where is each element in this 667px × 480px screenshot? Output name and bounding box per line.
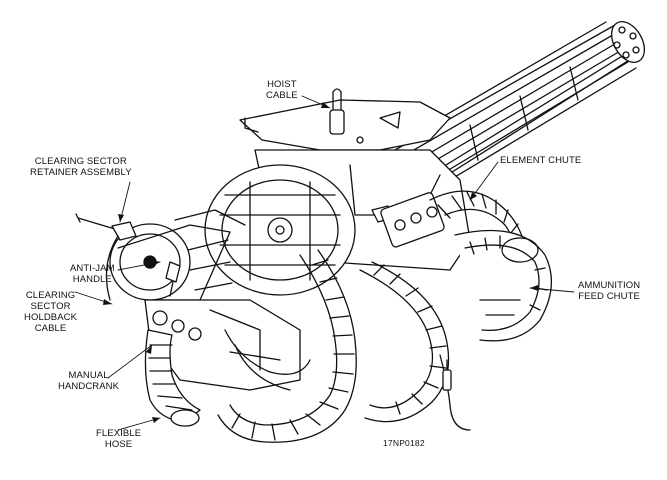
label-element-chute: ELEMENT CHUTE: [500, 155, 581, 166]
label-line: RETAINER ASSEMBLY: [30, 167, 132, 178]
label-line: ANTI-JAM: [70, 263, 115, 274]
label-hoist-cable: HOIST CABLE: [266, 79, 298, 101]
label-line: CLEARING: [25, 290, 76, 301]
label-line: CABLE: [34, 323, 67, 334]
ammunition-feed-chute: [454, 229, 553, 342]
label-line: HANDCRANK: [58, 381, 120, 392]
label-line: FEED CHUTE: [578, 291, 640, 302]
label-line: HOLDBACK: [24, 312, 78, 323]
label-clearing-sector-retainer: CLEARING SECTOR RETAINER ASSEMBLY: [30, 156, 132, 178]
leader-arrowheads: [103, 102, 538, 423]
label-line: ELEMENT CHUTE: [500, 155, 582, 166]
return-chute: [359, 261, 450, 423]
label-flexible-hose: FLEXIBLE HOSE: [96, 428, 141, 450]
label-line: MANUAL: [68, 370, 109, 381]
drive-face: [109, 209, 246, 301]
label-line: HANDLE: [72, 274, 112, 285]
clearing-sector-cable: [75, 213, 137, 301]
label-ammunition-feed-chute: AMMUNITION FEED CHUTE: [578, 280, 640, 302]
label-line: HOIST: [267, 79, 297, 90]
label-clearing-sector-holdback-cable: CLEARING SECTOR HOLDBACK CABLE: [24, 290, 77, 334]
flexible-hose: [144, 329, 201, 427]
label-line: FLEXIBLE: [96, 428, 142, 439]
label-line: CLEARING SECTOR: [34, 156, 127, 167]
label-line: CABLE: [266, 90, 298, 101]
label-line: AMMUNITION: [578, 280, 641, 291]
label-manual-handcrank: MANUAL HANDCRANK: [58, 370, 119, 392]
label-line: SECTOR: [30, 301, 71, 312]
label-line: HOSE: [104, 439, 133, 450]
feed-belt: [217, 249, 357, 443]
rotor-drum: [204, 164, 356, 296]
electrical-cables: [224, 329, 471, 431]
label-anti-jam-handle: ANTI-JAM HANDLE: [70, 263, 115, 285]
figure-id: 17NP0182: [383, 438, 425, 448]
anti-jam-handle: [165, 261, 181, 297]
